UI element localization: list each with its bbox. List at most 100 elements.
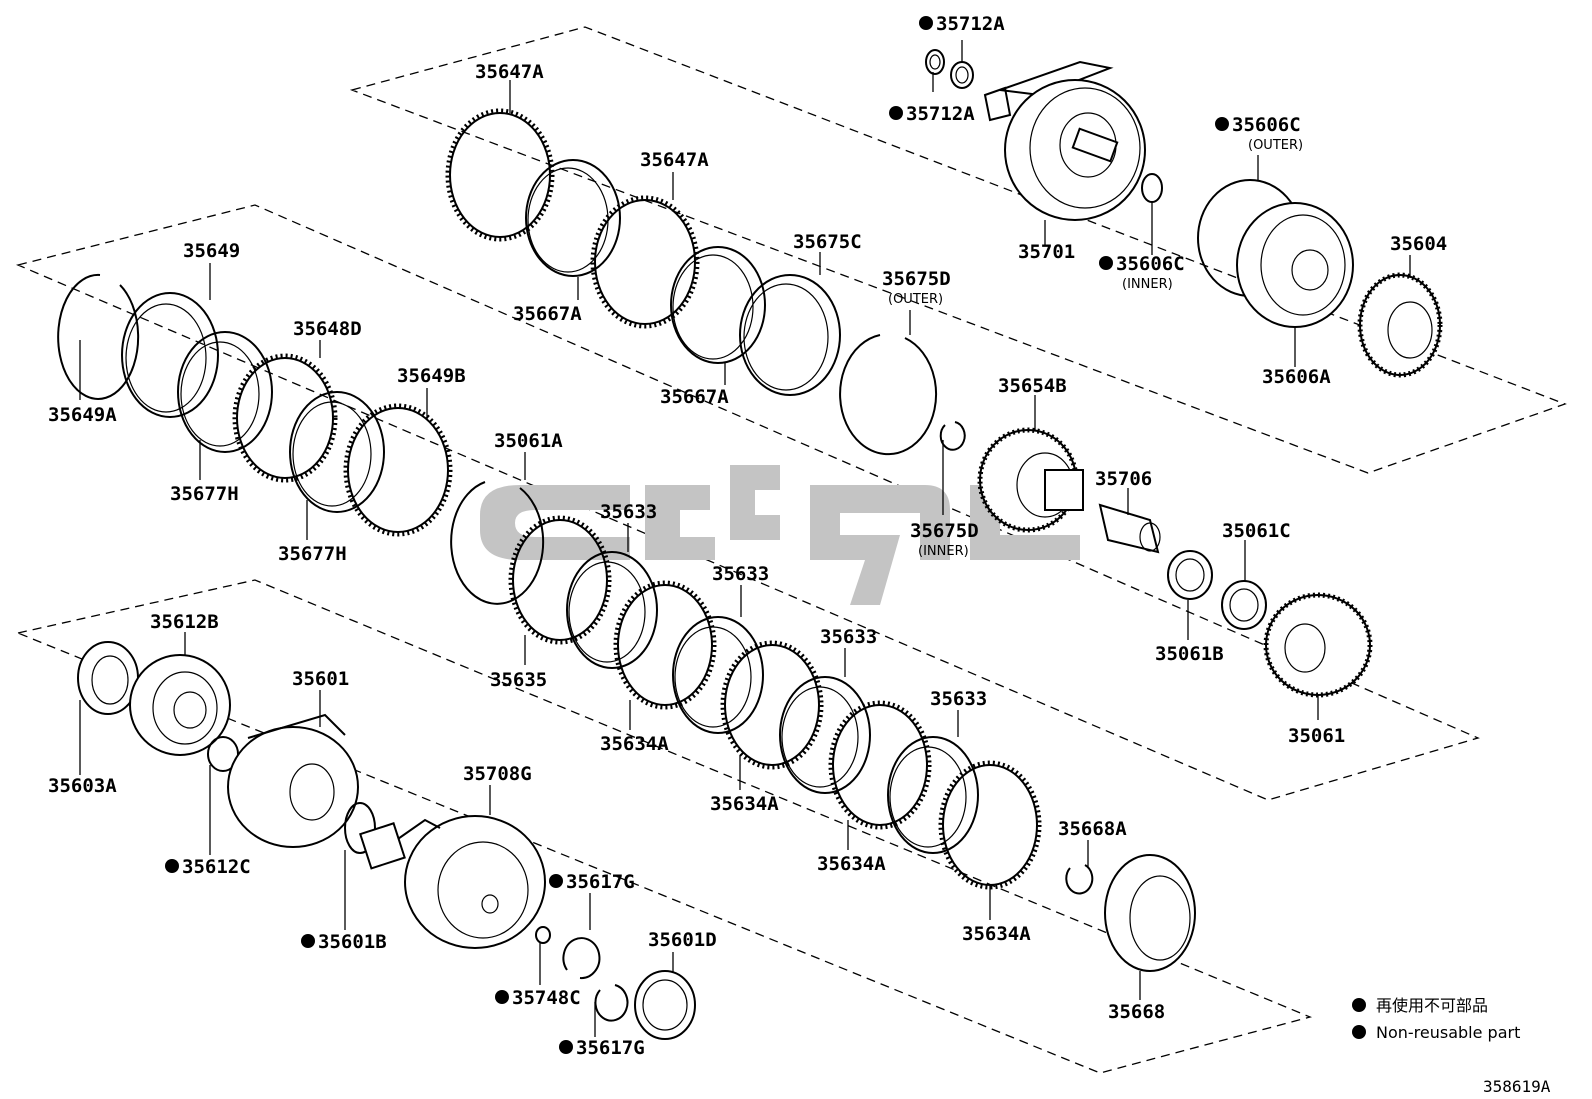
o-ring-35601B bbox=[344, 802, 376, 854]
bearing-35603A bbox=[77, 641, 139, 715]
clutch-flange-35675C bbox=[739, 274, 841, 396]
clutch-plate-35667A-b bbox=[670, 246, 766, 364]
drum-35612B bbox=[129, 654, 231, 756]
clutch-plate-35633-c-inner bbox=[781, 686, 859, 788]
clutch-plate-35677H-b-inner bbox=[292, 401, 372, 507]
label-35647A-1: 35647A bbox=[475, 61, 544, 83]
label-35634A-3: 35634A bbox=[817, 853, 886, 875]
non-reusable-marker bbox=[559, 1040, 573, 1054]
label-35708G: 35708G bbox=[463, 763, 532, 785]
clutch-disc-35648D bbox=[236, 357, 334, 479]
label-35654B: 35654B bbox=[998, 375, 1067, 397]
label-35601: 35601 bbox=[292, 668, 349, 690]
clutch-plate-35633-d bbox=[887, 736, 979, 854]
label-35612B: 35612B bbox=[150, 611, 219, 633]
legend-line-jp: 再使用不可部品 bbox=[1376, 996, 1488, 1015]
clutch-disc-35649B-teeth bbox=[343, 403, 453, 537]
label-35634A-4: 35634A bbox=[962, 923, 1031, 945]
spring-retainer-35604 bbox=[1357, 272, 1443, 378]
watermark-logo bbox=[480, 465, 1080, 605]
snap-ring-35617G-b bbox=[594, 984, 629, 1022]
label-35617G-1: 35617G bbox=[566, 871, 635, 893]
label-35612C: 35612C bbox=[182, 856, 251, 878]
snap-ring-35668A bbox=[1065, 864, 1094, 895]
label-35633-3: 35633 bbox=[820, 626, 877, 648]
label-35675D-outer-sub: (OUTER) bbox=[888, 292, 943, 307]
non-reusable-marker bbox=[165, 859, 179, 873]
label-35667A-1: 35667A bbox=[513, 303, 582, 325]
non-reusable-marker bbox=[1099, 256, 1113, 270]
label-35648D: 35648D bbox=[293, 318, 362, 340]
label-35649B: 35649B bbox=[397, 365, 466, 387]
bushing-35712A-b bbox=[950, 61, 974, 89]
clutch-disc-35634A-c bbox=[832, 704, 928, 826]
thrust-washer-35601D-inner bbox=[642, 979, 688, 1031]
clutch-plate-35633-a-inner bbox=[568, 561, 646, 663]
bushing-35712A-b-inner bbox=[955, 66, 969, 84]
clutch-disc-35647A-b bbox=[594, 199, 696, 325]
label-35649: 35649 bbox=[183, 240, 240, 262]
label-35668: 35668 bbox=[1108, 1001, 1165, 1023]
label-35606C-inner: 35606C bbox=[1116, 253, 1185, 275]
clutch-disc-35634A-a bbox=[617, 584, 713, 706]
clutch-plate-35677H-a-inner bbox=[180, 341, 260, 447]
group-outline-upper bbox=[349, 26, 1567, 474]
clutch-drum-35701 bbox=[983, 60, 1146, 221]
clutch-disc-35634A-d bbox=[942, 764, 1038, 886]
o-ring-35606C-inner bbox=[1141, 173, 1163, 203]
snap-ring-35675D-outer bbox=[839, 334, 938, 456]
label-35061C: 35061C bbox=[1222, 520, 1291, 542]
non-reusable-marker bbox=[889, 106, 903, 120]
label-35606C-inner-sub: (INNER) bbox=[1122, 277, 1173, 292]
label-35634A-1: 35634A bbox=[600, 733, 669, 755]
leader-lines bbox=[79, 40, 1411, 1037]
clutch-plate-35633-a bbox=[566, 551, 658, 669]
clutch-plate-35633-d-inner bbox=[889, 746, 967, 848]
label-35675D-inner-sub: (INNER) bbox=[918, 544, 969, 559]
clutch-disc-35649B bbox=[347, 407, 449, 533]
bearing-race-35061B bbox=[1167, 550, 1213, 600]
clutch-disc-35634A-d-teeth bbox=[938, 760, 1042, 890]
sun-gear-assy-35601 bbox=[227, 713, 359, 848]
label-35667A-2: 35667A bbox=[660, 386, 729, 408]
one-way-clutch-35668 bbox=[1104, 854, 1196, 972]
clutch-disc-35634A-b bbox=[724, 644, 820, 766]
label-35649A: 35649A bbox=[48, 404, 117, 426]
label-35677H-2: 35677H bbox=[278, 543, 347, 565]
non-reusable-marker bbox=[1215, 117, 1229, 131]
label-35606C-outer-sub: (OUTER) bbox=[1248, 138, 1303, 153]
legend-line-en: Non-reusable part bbox=[1376, 1023, 1520, 1042]
clutch-flange-35649 bbox=[121, 292, 219, 418]
snap-ring-35675D-inner bbox=[939, 421, 966, 451]
non-reusable-marker bbox=[919, 16, 933, 30]
clutch-plate-35667A-b-inner bbox=[672, 254, 754, 360]
clutch-disc-35648D-teeth bbox=[232, 353, 338, 483]
clutch-plate-35677H-b bbox=[289, 391, 385, 513]
label-35601D: 35601D bbox=[648, 929, 717, 951]
label-35606C-outer: 35606C bbox=[1232, 114, 1301, 136]
non-reusable-marker bbox=[549, 874, 563, 888]
clutch-plate-35633-c bbox=[779, 676, 871, 794]
clutch-plate-35677H-a bbox=[177, 331, 273, 453]
clutch-piston-35606A bbox=[1236, 202, 1354, 328]
label-35633-2: 35633 bbox=[712, 563, 769, 585]
legend: 再使用不可部品 Non-reusable part bbox=[1352, 996, 1520, 1042]
label-35712A-2: 35712A bbox=[906, 103, 975, 125]
clutch-plate-35633-b bbox=[672, 616, 764, 734]
label-35061A: 35061A bbox=[494, 430, 563, 452]
hub-35061 bbox=[1263, 592, 1373, 698]
legend-marker-icon bbox=[1352, 998, 1366, 1012]
label-35748C: 35748C bbox=[512, 987, 581, 1009]
label-35701: 35701 bbox=[1018, 241, 1075, 263]
label-35601B: 35601B bbox=[318, 931, 387, 953]
snap-ring-35061A bbox=[450, 481, 545, 605]
clutch-disc-35634A-b-teeth bbox=[720, 640, 824, 770]
label-35634A-2: 35634A bbox=[710, 793, 779, 815]
group-outline-middle bbox=[15, 204, 1480, 801]
label-35617G-2: 35617G bbox=[576, 1037, 645, 1059]
snap-ring-35649A bbox=[57, 273, 140, 400]
illustration-id: 358619A bbox=[1483, 1077, 1551, 1096]
bearing-35061C-inner bbox=[1229, 588, 1259, 622]
